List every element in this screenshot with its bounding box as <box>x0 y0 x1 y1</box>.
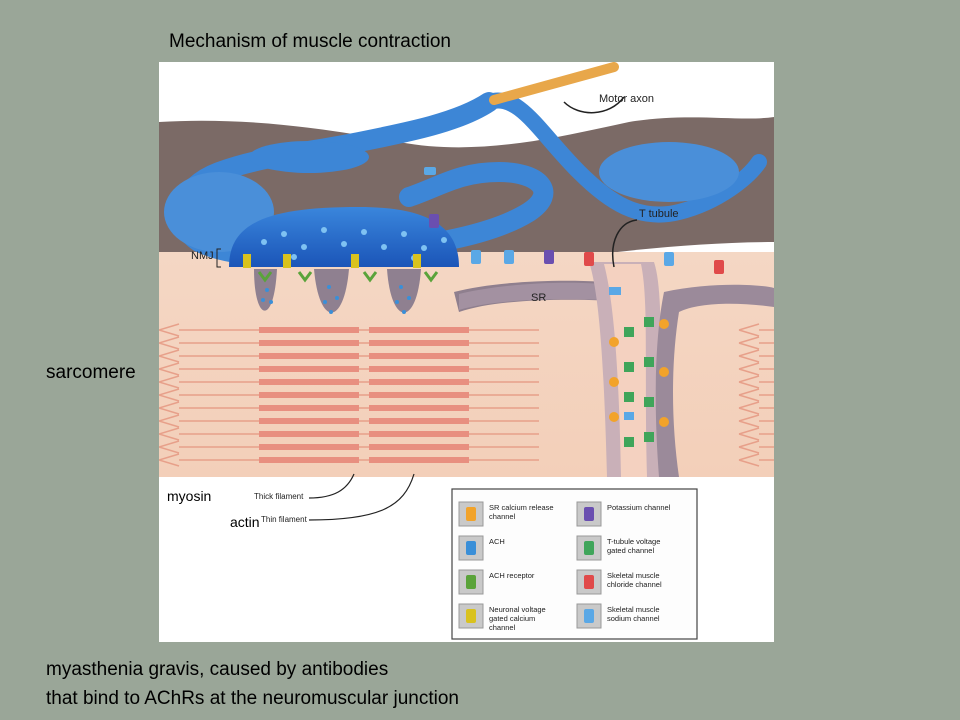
legend-item: Potassium channel <box>576 501 671 527</box>
myofibril-line <box>738 401 774 415</box>
myofibril-line <box>738 414 774 428</box>
thin-filament-arrow <box>308 473 415 521</box>
t-tubule-channel-icon <box>584 541 594 555</box>
myofibril-line <box>738 427 774 441</box>
legend-label: gated channel <box>607 546 654 555</box>
thick-filament <box>259 431 359 437</box>
synaptic-vesicles <box>261 227 447 261</box>
ach-icon <box>466 541 476 555</box>
actin-label: actin <box>230 514 260 530</box>
caption-line-1: myasthenia gravis, caused by antibodies <box>46 659 389 680</box>
legend-item: ACH receptor <box>458 569 535 595</box>
thin-filament-label: Thin filament <box>261 515 308 524</box>
nmj-channels <box>243 254 439 283</box>
thick-filament <box>259 353 359 359</box>
filaments <box>259 327 469 463</box>
sarcomere-label: sarcomere <box>46 362 136 383</box>
thick-filament <box>259 418 359 424</box>
triad-channels <box>609 287 669 447</box>
legend-label: channel <box>489 512 516 521</box>
thick-filament <box>369 457 469 463</box>
legend-label: ACH receptor <box>489 571 535 580</box>
muscle-fiber <box>159 252 774 477</box>
thick-filament <box>259 366 359 372</box>
myofibril-line <box>738 323 774 337</box>
thick-filament <box>369 353 469 359</box>
sodium-channel-icon <box>584 609 594 623</box>
sr-calcium-release-icon <box>466 507 476 521</box>
thick-filament <box>369 431 469 437</box>
junctional-folds <box>254 269 421 313</box>
legend-label: channel <box>489 623 516 632</box>
motor-axon-arrow <box>563 96 625 114</box>
neuronal-calcium-channel-icon <box>466 609 476 623</box>
diagram-svg: Motor axon NMJ <box>159 62 774 642</box>
legend-label: T-tubule voltage <box>607 537 660 546</box>
legend-item: ACH <box>458 535 505 561</box>
legend-label: Neuronal voltage <box>489 605 546 614</box>
right-myofibrils <box>738 323 774 467</box>
thick-filament-arrow <box>308 473 355 499</box>
nerve-terminal <box>229 207 459 267</box>
slide-title: Mechanism of muscle contraction <box>169 31 451 52</box>
myofibril-line <box>738 375 774 389</box>
legend-label: chloride channel <box>607 580 662 589</box>
ach-receptor-icon <box>466 575 476 589</box>
thick-filament-label: Thick filament <box>254 492 304 501</box>
chloride-channel-icon <box>584 575 594 589</box>
motor-axon <box>489 62 619 105</box>
motor-axon-label: Motor axon <box>599 93 654 105</box>
legend-label: Skeletal muscle <box>607 571 660 580</box>
legend-label: SR calcium release <box>489 503 554 512</box>
legend-label: Potassium channel <box>607 503 671 512</box>
legend-label: ACH <box>489 537 505 546</box>
thick-filament <box>259 457 359 463</box>
thick-filament <box>259 392 359 398</box>
myofibril-line <box>738 440 774 454</box>
thick-filament <box>369 418 469 424</box>
myosin-label: myosin <box>167 488 212 504</box>
thick-filament <box>369 405 469 411</box>
thick-filament <box>369 392 469 398</box>
thick-filament <box>259 405 359 411</box>
sr-label: SR <box>531 292 546 304</box>
myofibrils <box>159 323 539 467</box>
legend-label: gated calcium <box>489 614 535 623</box>
nmj-label: NMJ <box>191 250 214 262</box>
thick-filament <box>369 379 469 385</box>
myofibril-line <box>738 336 774 350</box>
legend-box <box>451 488 698 640</box>
thick-filament <box>259 340 359 346</box>
legend-label: Skeletal muscle <box>607 605 660 614</box>
thick-filament <box>259 379 359 385</box>
thick-filament <box>369 444 469 450</box>
muscle-contraction-diagram: Motor axon NMJ <box>159 62 774 642</box>
myofibril-line <box>738 349 774 363</box>
thick-filament <box>369 327 469 333</box>
t-tubule-label: T tubule <box>639 208 679 220</box>
myofibril-line <box>738 362 774 376</box>
thick-filament <box>369 340 469 346</box>
myofibril-line <box>738 453 774 467</box>
myofibril-line <box>738 388 774 402</box>
membrane-channels <box>424 167 724 274</box>
thick-filament <box>259 444 359 450</box>
thick-filament <box>369 366 469 372</box>
legend-label: sodium channel <box>607 614 660 623</box>
caption-line-2: that bind to AChRs at the neuromuscular … <box>46 688 459 709</box>
potassium-channel-icon <box>584 507 594 521</box>
thick-filament <box>259 327 359 333</box>
